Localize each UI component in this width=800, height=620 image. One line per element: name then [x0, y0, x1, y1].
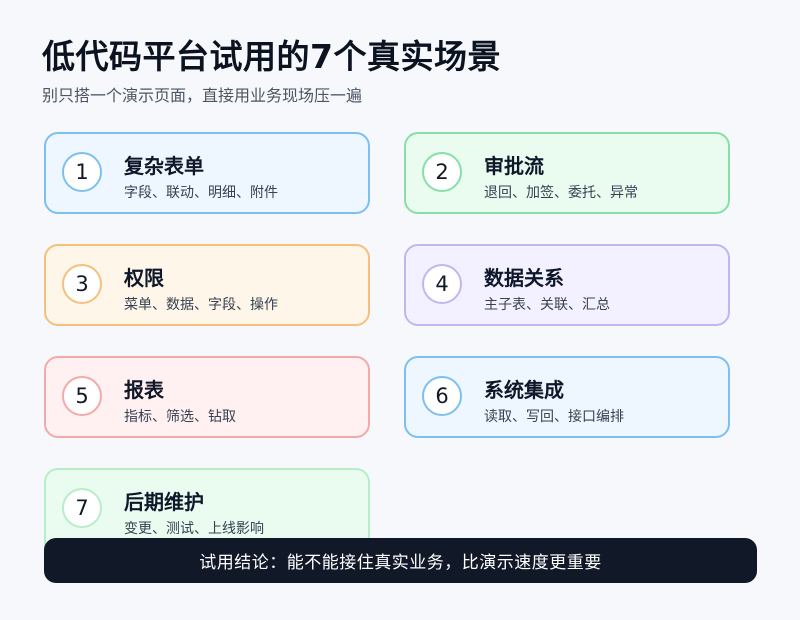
number-badge: 6: [422, 376, 462, 416]
number-badge: 1: [62, 152, 102, 192]
number-badge: 3: [62, 264, 102, 304]
card-description: 主子表、关联、汇总: [484, 297, 610, 313]
card-title: 权限: [124, 266, 164, 290]
card-title: 后期维护: [124, 490, 204, 514]
scenario-card-3: 3 权限 菜单、数据、字段、操作: [44, 244, 370, 326]
number-badge: 2: [422, 152, 462, 192]
card-description: 字段、联动、明细、附件: [124, 185, 278, 201]
card-title: 数据关系: [484, 266, 564, 290]
number-badge: 7: [62, 488, 102, 528]
card-description: 指标、筛选、钻取: [124, 409, 236, 425]
scenario-card-4: 4 数据关系 主子表、关联、汇总: [404, 244, 730, 326]
card-description: 变更、测试、上线影响: [124, 521, 264, 537]
card-description: 退回、加签、委托、异常: [484, 185, 638, 201]
card-title: 复杂表单: [124, 154, 204, 178]
card-description: 读取、写回、接口编排: [484, 409, 624, 425]
conclusion-text: 试用结论：能不能接住真实业务，比演示速度更重要: [199, 553, 602, 573]
scenario-card-1: 1 复杂表单 字段、联动、明细、附件: [44, 132, 370, 214]
scenario-card-2: 2 审批流 退回、加签、委托、异常: [404, 132, 730, 214]
page-title: 低代码平台试用的7个真实场景: [42, 37, 501, 76]
number-badge: 4: [422, 264, 462, 304]
page-subtitle: 别只搭一个演示页面，直接用业务现场压一遍: [42, 86, 363, 105]
card-description: 菜单、数据、字段、操作: [124, 297, 278, 313]
conclusion-banner: 试用结论：能不能接住真实业务，比演示速度更重要: [44, 538, 757, 583]
number-badge: 5: [62, 376, 102, 416]
card-title: 系统集成: [484, 378, 564, 402]
card-title: 报表: [124, 378, 164, 402]
scenario-card-5: 5 报表 指标、筛选、钻取: [44, 356, 370, 438]
scenario-card-6: 6 系统集成 读取、写回、接口编排: [404, 356, 730, 438]
card-title: 审批流: [484, 154, 544, 178]
